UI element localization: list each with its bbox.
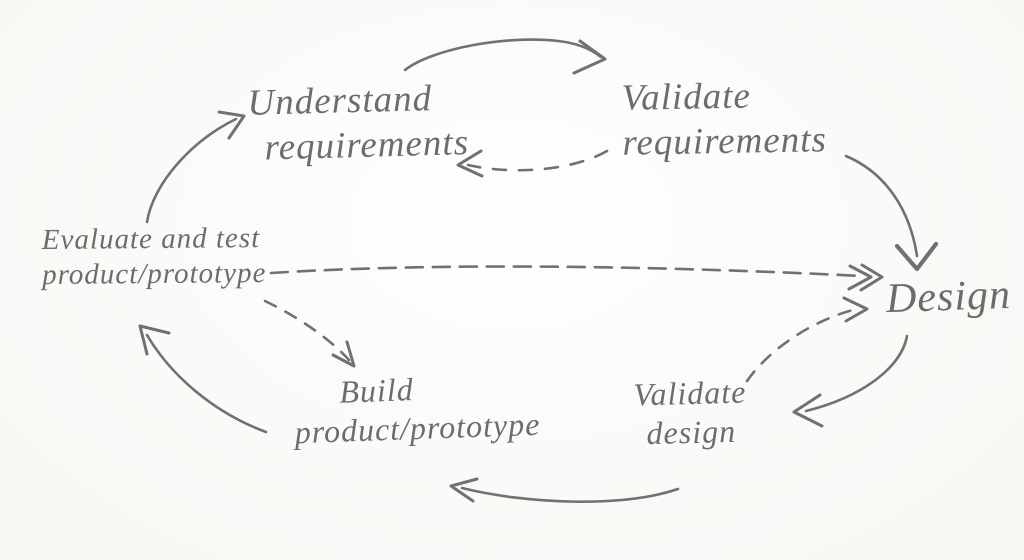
node-label-line: Evaluate and test bbox=[41, 222, 261, 256]
node-label-line: requirements bbox=[264, 122, 470, 169]
edge-evaluate-to-build bbox=[263, 299, 356, 368]
node-label-line: Design bbox=[885, 271, 1012, 323]
edge-understand-to-validate-requirements bbox=[403, 38, 607, 75]
edge-validate-design-to-build bbox=[449, 477, 680, 503]
node-label-line: requirements bbox=[622, 119, 828, 164]
node-validate-design: Validate design bbox=[633, 373, 748, 454]
node-label-line: product/prototype bbox=[42, 257, 267, 292]
edge-design-to-validate-design bbox=[792, 334, 909, 428]
edge-validate-requirements-to-design bbox=[844, 154, 939, 272]
node-evaluate-and-test: Evaluate and test product/prototype bbox=[42, 221, 267, 294]
node-understand-requirements: Understand requirements bbox=[247, 75, 470, 171]
edge-build-to-evaluate bbox=[138, 324, 268, 434]
node-label-line: Validate bbox=[621, 75, 752, 119]
node-label-line: design bbox=[646, 412, 737, 452]
node-label-line: Validate bbox=[633, 373, 747, 413]
edge-validate-requirements-to-understand bbox=[456, 149, 609, 178]
node-validate-requirements: Validate requirements bbox=[621, 72, 827, 166]
node-design: Design bbox=[885, 270, 1012, 326]
node-build-product-prototype: Build product/prototype bbox=[293, 366, 541, 453]
node-label-line: Understand bbox=[246, 78, 433, 124]
edge-evaluate-to-design bbox=[269, 263, 884, 292]
edge-validate-design-to-design bbox=[745, 296, 869, 383]
edge-evaluate-to-understand bbox=[145, 110, 246, 224]
